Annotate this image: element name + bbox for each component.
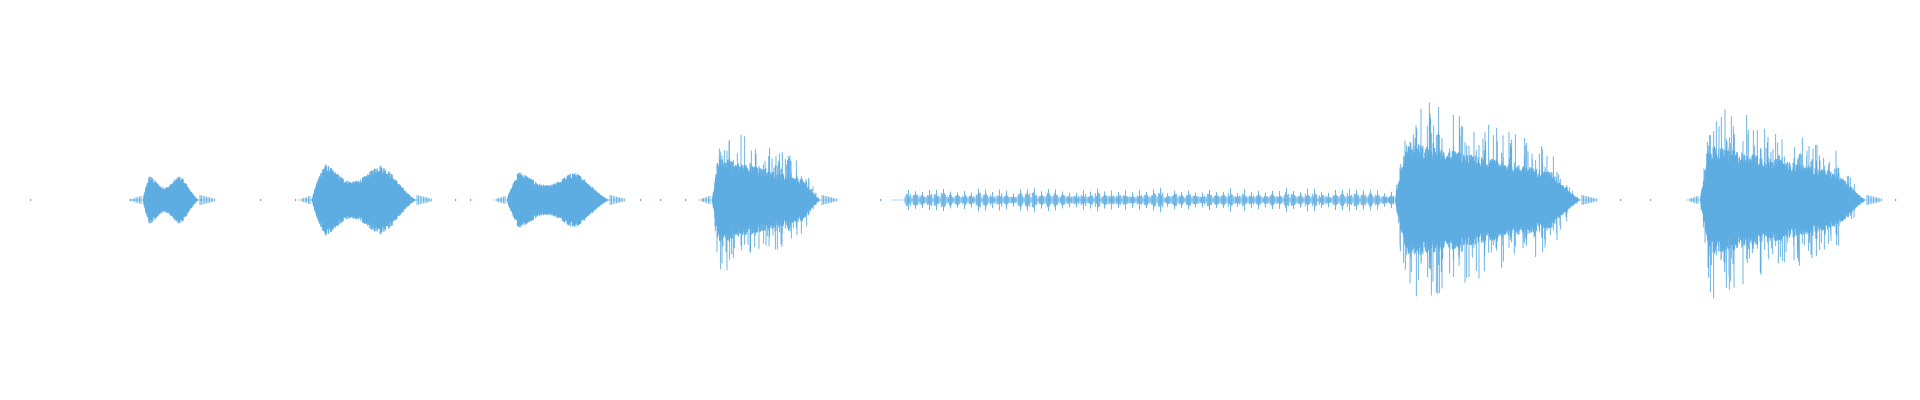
noise-dot: [1650, 199, 1652, 201]
waveform-trace: [1689, 109, 1882, 299]
noise-dot: [470, 199, 472, 201]
noise-dot: [1895, 199, 1897, 201]
waveform-trace: [132, 176, 215, 224]
waveform-trace: [1384, 102, 1597, 297]
waveform-segment-burst-1: [132, 176, 215, 224]
noise-dot: [455, 199, 457, 201]
noise-dot: [880, 199, 882, 201]
noise-dot: [640, 199, 642, 201]
noise-dot: [260, 199, 262, 201]
waveform-segment-burst-4: [701, 134, 837, 271]
noise-dot: [1620, 199, 1622, 201]
waveform-layer: [30, 102, 1897, 299]
noise-dot: [660, 199, 662, 201]
waveform-trace: [496, 172, 625, 228]
waveform-trace: [904, 188, 1395, 212]
noise-dot: [130, 199, 132, 201]
waveform-segment-burst-3: [496, 172, 625, 228]
noise-dot: [685, 199, 687, 201]
noise-dot: [30, 199, 32, 201]
waveform-segment-burst-6: [1689, 109, 1882, 299]
waveform-segment-pulse-train: [904, 188, 1395, 212]
noise-dot: [200, 199, 202, 201]
waveform-trace: [301, 164, 432, 236]
waveform-segment-burst-2: [301, 164, 432, 236]
noise-dot: [295, 199, 297, 201]
waveform-segment-burst-5: [1384, 102, 1597, 297]
waveform-trace: [701, 134, 837, 271]
